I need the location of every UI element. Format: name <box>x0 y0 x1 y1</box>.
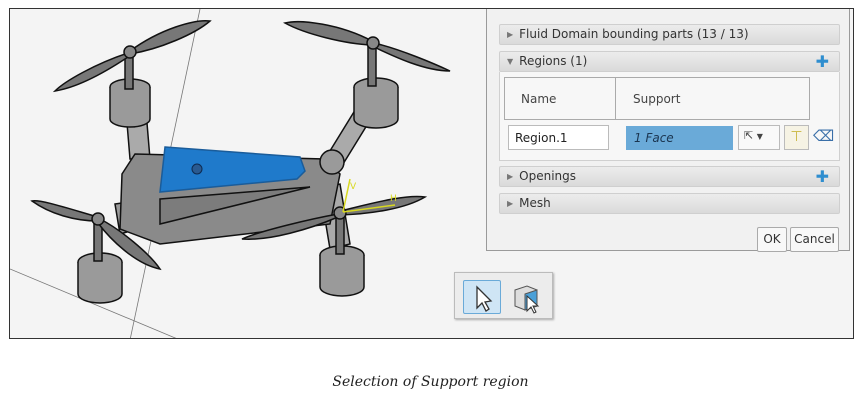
motor <box>319 245 365 297</box>
motor <box>77 252 123 304</box>
section-label: Regions (1) <box>519 54 588 68</box>
region-name-input[interactable]: Region.1 <box>508 125 609 150</box>
face-marker-icon <box>191 163 203 175</box>
drone-model[interactable] <box>30 20 451 304</box>
section-label: Mesh <box>519 196 551 210</box>
selection-toolbar <box>454 272 553 319</box>
3d-viewport[interactable]: V H <box>10 9 854 339</box>
chevron-down-icon: ▼ <box>756 132 763 141</box>
column-header-support: Support <box>633 92 681 106</box>
axis-label-h: H <box>390 194 397 204</box>
section-label: Fluid Domain bounding parts (13 / 13) <box>519 27 749 41</box>
arrow-cursor-icon <box>476 285 493 312</box>
section-label: Openings <box>519 169 577 183</box>
section-regions[interactable]: ▼ Regions (1) ✚ <box>499 51 840 72</box>
fluid-domain-dialog: ▶ Fluid Domain bounding parts (13 / 13) ▼… <box>486 9 850 252</box>
cube-cursor-icon <box>514 285 540 314</box>
select-button[interactable] <box>463 280 501 314</box>
cursor-icon: ⇱ <box>744 129 754 142</box>
pin-button[interactable]: ⊤ <box>784 125 809 150</box>
section-openings[interactable]: ▶ Openings ✚ <box>499 166 840 187</box>
expand-triangle-icon: ▶ <box>507 172 514 181</box>
section-mesh[interactable]: ▶ Mesh <box>499 193 840 214</box>
column-header-name: Name <box>505 78 616 119</box>
eraser-icon[interactable]: ⌫ <box>813 127 835 145</box>
motor <box>109 78 151 128</box>
select-body-button[interactable] <box>507 280 545 314</box>
expand-triangle-icon: ▶ <box>507 30 514 39</box>
axis-label-v: V <box>350 182 357 192</box>
grid-line <box>10 268 177 338</box>
section-fluid-domain-bounding-parts[interactable]: ▶ Fluid Domain bounding parts (13 / 13) <box>499 24 840 45</box>
collapse-triangle-icon: ▼ <box>507 57 514 66</box>
selected-face <box>159 146 306 193</box>
support-selection-field[interactable]: 1 Face <box>626 126 733 150</box>
add-region-plus-icon[interactable]: ✚ <box>815 52 829 71</box>
expand-triangle-icon: ▶ <box>507 199 514 208</box>
axis-compass[interactable]: V H <box>342 178 397 213</box>
pin-icon: ⊤ <box>790 129 803 145</box>
ok-button[interactable]: OK <box>757 227 787 252</box>
add-opening-plus-icon[interactable]: ✚ <box>815 167 829 186</box>
regions-table-header: Name Support <box>504 77 810 120</box>
cancel-button[interactable]: Cancel <box>790 227 839 252</box>
application-window: V H ▶ Fluid Domain bounding parts (13 / 1… <box>9 8 854 339</box>
figure-caption: Selection of Support region <box>332 374 529 390</box>
selection-mode-dropdown[interactable]: ⇱ ▼ <box>738 125 780 150</box>
